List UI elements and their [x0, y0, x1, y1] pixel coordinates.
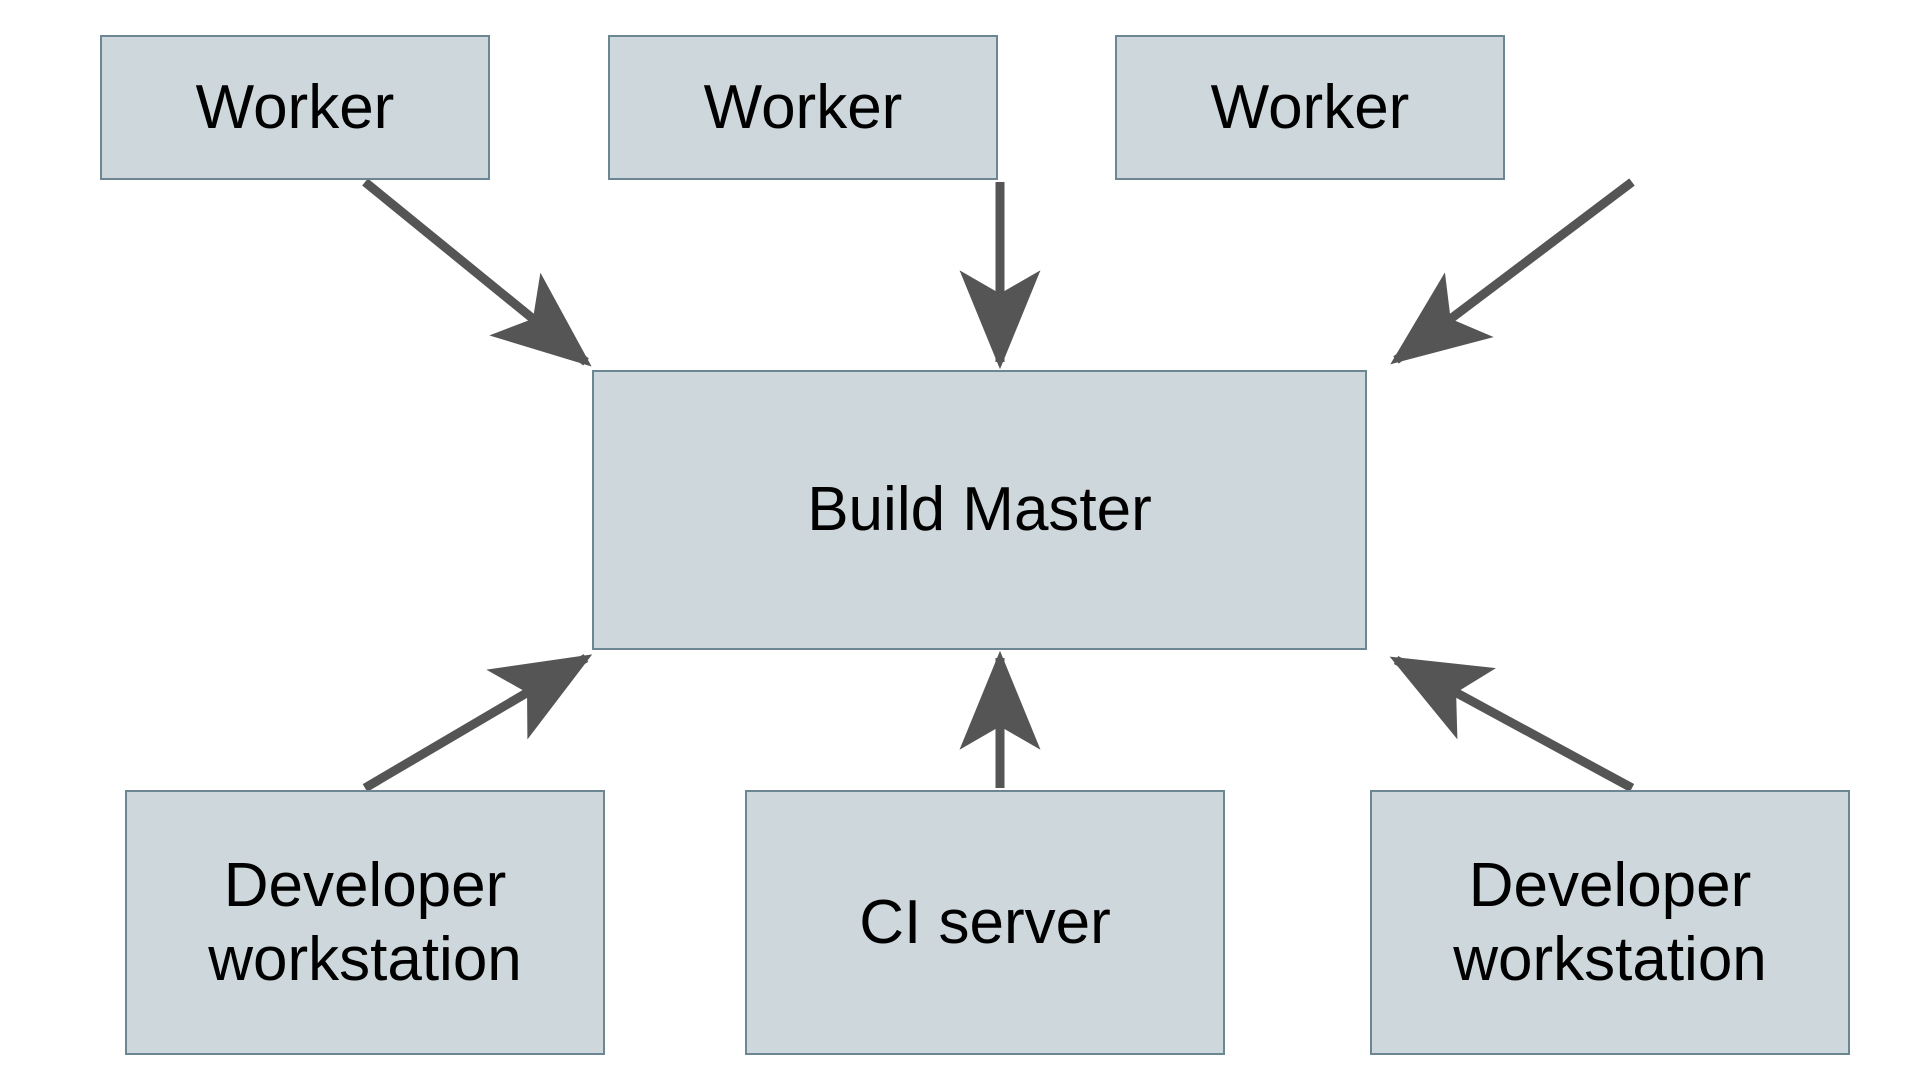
node-ci-server-label: CI server — [859, 887, 1111, 957]
node-developer-workstation-2-label: Developer workstation — [1453, 851, 1767, 994]
node-developer-workstation-1-label: Developer workstation — [208, 851, 522, 994]
node-build-master[interactable]: Build Master — [592, 370, 1367, 650]
node-build-master-label: Build Master — [807, 475, 1152, 545]
edge-worker-3-to-master — [1390, 178, 1635, 365]
node-developer-workstation-1[interactable]: Developer workstation — [125, 790, 605, 1055]
node-worker-1-label: Worker — [195, 72, 395, 142]
node-worker-2-label: Worker — [703, 72, 903, 142]
edge-dev-ws-1-to-master — [362, 654, 593, 792]
node-developer-workstation-2[interactable]: Developer workstation — [1370, 790, 1850, 1055]
edge-worker-1-to-master — [362, 178, 592, 367]
node-worker-2[interactable]: Worker — [608, 35, 998, 180]
node-worker-3-label: Worker — [1210, 72, 1410, 142]
edge-dev-ws-2-to-master — [1389, 656, 1635, 792]
node-worker-3[interactable]: Worker — [1115, 35, 1505, 180]
node-ci-server[interactable]: CI server — [745, 790, 1225, 1055]
node-worker-1[interactable]: Worker — [100, 35, 490, 180]
